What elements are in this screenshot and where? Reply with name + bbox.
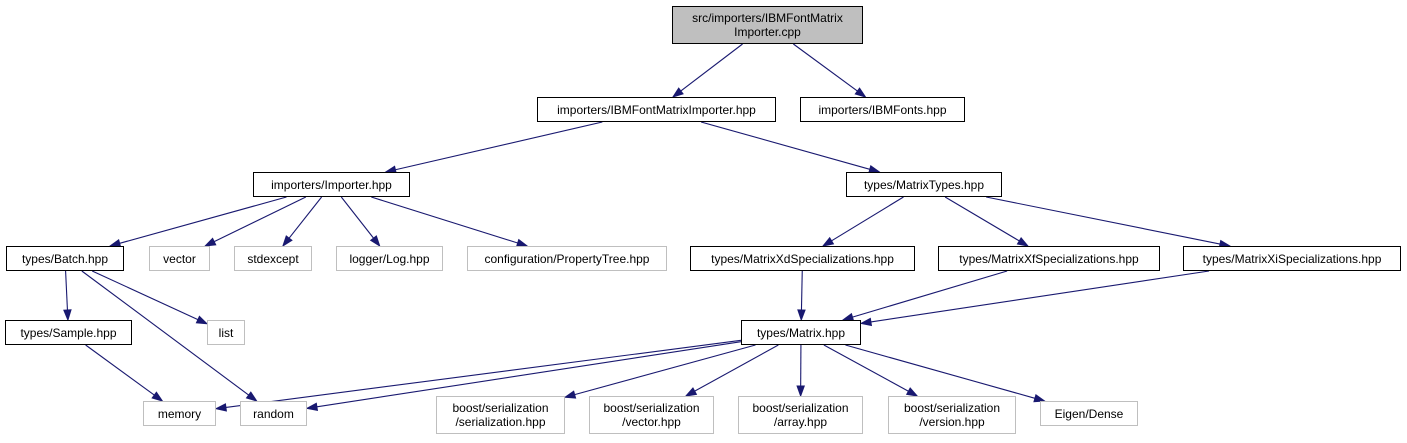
arrowhead-xd_hpp-to-matrix_hpp (797, 309, 806, 322)
edge-importer_hpp-to-log_hpp (340, 196, 374, 239)
arrowhead-matrix_hpp-to-ser_array (796, 385, 805, 398)
node-list: list (207, 320, 245, 345)
edge-xf_hpp-to-matrix_hpp (852, 270, 1008, 318)
arrowhead-batch_hpp-to-sample_hpp (63, 309, 72, 322)
edge-matrix_hpp-to-ser_version (823, 344, 909, 392)
node-log-hpp: logger/Log.hpp (336, 246, 443, 271)
edge-batch_hpp-to-random (81, 270, 249, 396)
edge-matrix_hpp-to-memory (225, 339, 742, 408)
node-label: random (253, 406, 294, 421)
arrowhead-matrixtypes_hpp-to-xd_hpp (821, 236, 835, 247)
node-label: types/MatrixXiSpecializations.hpp (1202, 251, 1382, 266)
edge-batch_hpp-to-sample_hpp (65, 270, 68, 311)
edge-matrixtypes_hpp-to-xf_hpp (944, 196, 1020, 242)
node-matrix-hpp[interactable]: types/Matrix.hpp (741, 320, 861, 345)
edge-matrix_hpp-to-eigen_dense (845, 344, 1036, 399)
arrowhead-matrix_hpp-to-eigen_dense (1033, 394, 1046, 403)
node-label-line: src/importers/IBMFontMatrix (692, 11, 843, 25)
node-label-line: Importer.cpp (734, 25, 801, 39)
arrowhead-matrix_hpp-to-ser_serialization (563, 390, 577, 399)
node-sample-hpp[interactable]: types/Sample.hpp (5, 320, 132, 345)
node-boost-serialization-version-hpp: boost/serialization /version.hpp (888, 396, 1016, 434)
edge-importer_hpp-to-proptree_hpp (371, 196, 518, 244)
arrowhead-importer_hpp-to-vector (203, 237, 217, 247)
node-label: types/MatrixTypes.hpp (863, 177, 985, 192)
node-matrixxispecializations-hpp[interactable]: types/MatrixXiSpecializations.hpp (1183, 246, 1401, 271)
arrowhead-matrix_hpp-to-ser_vector (684, 387, 698, 397)
edge-importer_hpp-to-batch_hpp (119, 196, 287, 244)
edge-ibmfmi_hpp-to-matrixtypes_hpp (700, 121, 870, 170)
node-label: list (218, 325, 234, 340)
node-root-importer-cpp[interactable]: src/importers/IBMFontMatrix Importer.cpp (672, 6, 863, 44)
edge-batch_hpp-to-list (91, 270, 199, 321)
node-label: logger/Log.hpp (349, 251, 430, 266)
node-label-line: boost/serialization (603, 401, 700, 415)
node-label-line: boost/serialization (752, 401, 849, 415)
node-random: random (240, 401, 307, 426)
arrowhead-importer_hpp-to-log_hpp (369, 235, 381, 248)
arrowhead-matrixtypes_hpp-to-xf_hpp (1016, 236, 1030, 247)
node-ibmfontmatriximporter-hpp[interactable]: importers/IBMFontMatrixImporter.hpp (537, 97, 776, 122)
edge-importer_hpp-to-vector (213, 196, 307, 243)
node-batch-hpp[interactable]: types/Batch.hpp (6, 246, 124, 271)
node-label-line: /vector.hpp (622, 415, 681, 429)
node-boost-serialization-serialization-hpp: boost/serialization /serialization.hpp (436, 396, 565, 434)
node-vector: vector (149, 246, 210, 271)
arrowhead-root-to-ibmfonts_hpp (854, 87, 867, 98)
arrowhead-batch_hpp-to-list (195, 315, 209, 325)
node-label: configuration/PropertyTree.hpp (484, 251, 650, 266)
edge-matrix_hpp-to-ser_serialization (574, 344, 756, 396)
arrowhead-matrix_hpp-to-ser_version (905, 387, 919, 397)
node-label: types/Matrix.hpp (756, 325, 846, 340)
arrowhead-root-to-ibmfmi_hpp (671, 87, 684, 98)
node-matrixtypes-hpp[interactable]: types/MatrixTypes.hpp (846, 172, 1002, 197)
node-label: vector (163, 251, 196, 266)
node-ibmfonts-hpp[interactable]: importers/IBMFonts.hpp (800, 97, 965, 122)
node-label: types/MatrixXfSpecializations.hpp (959, 251, 1139, 266)
arrowhead-matrix_hpp-to-random (305, 402, 319, 412)
node-label: stdexcept (247, 251, 299, 266)
edge-xi_hpp-to-matrix_hpp (870, 270, 1210, 323)
edge-xd_hpp-to-matrix_hpp (800, 270, 803, 311)
node-label: types/Batch.hpp (21, 251, 109, 266)
node-label: importers/IBMFontMatrixImporter.hpp (557, 102, 756, 117)
arrowhead-sample_hpp-to-memory (151, 391, 164, 402)
node-label-line: /serialization.hpp (455, 415, 546, 429)
node-eigen-dense: Eigen/Dense (1040, 401, 1138, 426)
edge-matrixtypes_hpp-to-xi_hpp (986, 196, 1221, 245)
edge-root-to-ibmfonts_hpp (793, 43, 858, 92)
node-memory: memory (143, 401, 216, 426)
node-label: importers/Importer.hpp (271, 177, 392, 192)
node-label-line: /array.hpp (773, 415, 828, 429)
edge-sample_hpp-to-memory (85, 344, 155, 396)
edge-matrixtypes_hpp-to-xd_hpp (831, 196, 904, 242)
node-label: types/MatrixXdSpecializations.hpp (711, 251, 894, 266)
node-stdexcept: stdexcept (234, 246, 312, 271)
node-label-line: /version.hpp (919, 415, 985, 429)
node-label-line: boost/serialization (903, 401, 1001, 415)
node-label: importers/IBMFonts.hpp (818, 102, 947, 117)
node-label: memory (157, 406, 202, 421)
edge-root-to-ibmfmi_hpp (680, 43, 743, 92)
node-label: Eigen/Dense (1054, 406, 1124, 421)
arrowhead-importer_hpp-to-stdexcept (281, 235, 293, 248)
node-propertytree-hpp: configuration/PropertyTree.hpp (467, 246, 667, 271)
edge-importer_hpp-to-stdexcept (288, 196, 323, 239)
node-label: types/Sample.hpp (20, 325, 117, 340)
node-boost-serialization-array-hpp: boost/serialization /array.hpp (738, 396, 863, 434)
edge-ibmfmi_hpp-to-importer_hpp (395, 121, 603, 171)
node-matrixxdspecializations-hpp[interactable]: types/MatrixXdSpecializations.hpp (690, 246, 915, 271)
node-label-line: boost/serialization (452, 401, 549, 415)
node-boost-serialization-vector-hpp: boost/serialization /vector.hpp (589, 396, 714, 434)
arrowhead-xi_hpp-to-matrix_hpp (859, 317, 873, 327)
arrowhead-matrix_hpp-to-memory (214, 403, 227, 412)
arrowhead-batch_hpp-to-random (245, 391, 258, 402)
edge-matrix_hpp-to-ser_vector (694, 344, 779, 392)
edge-matrix_hpp-to-random (316, 341, 742, 408)
node-matrixxfspecializations-hpp[interactable]: types/MatrixXfSpecializations.hpp (938, 246, 1160, 271)
node-importer-hpp[interactable]: importers/Importer.hpp (253, 172, 410, 197)
